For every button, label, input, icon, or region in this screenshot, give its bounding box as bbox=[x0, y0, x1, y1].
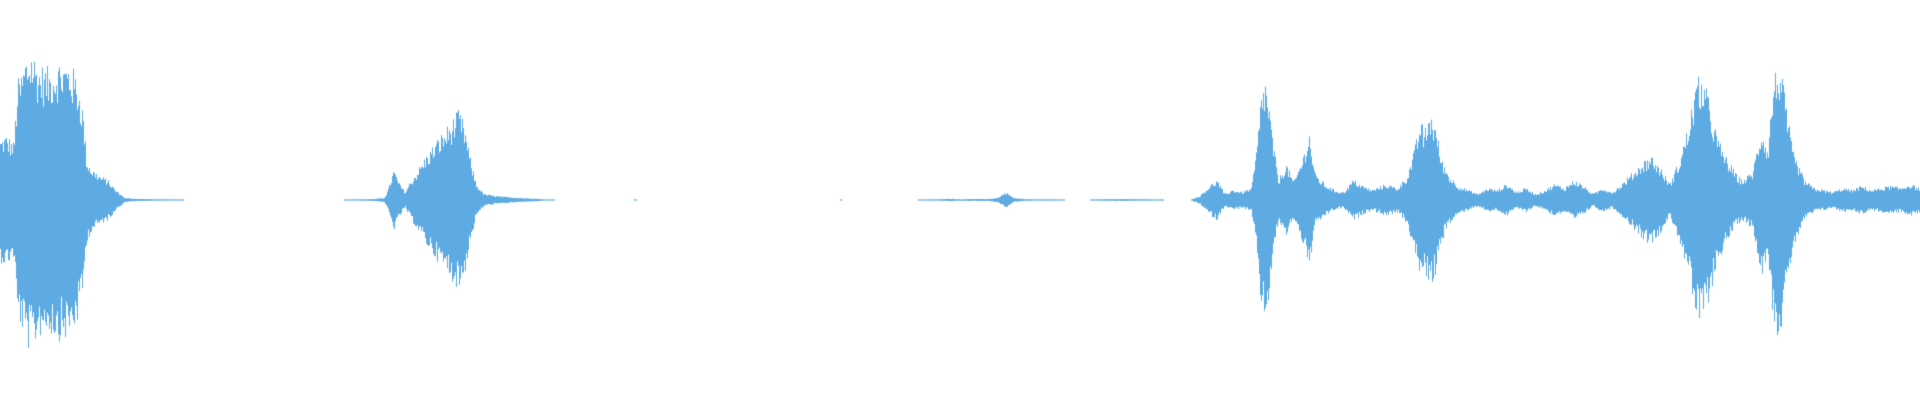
waveform-panel[interactable] bbox=[0, 0, 1920, 400]
audio-waveform[interactable] bbox=[0, 0, 1920, 400]
